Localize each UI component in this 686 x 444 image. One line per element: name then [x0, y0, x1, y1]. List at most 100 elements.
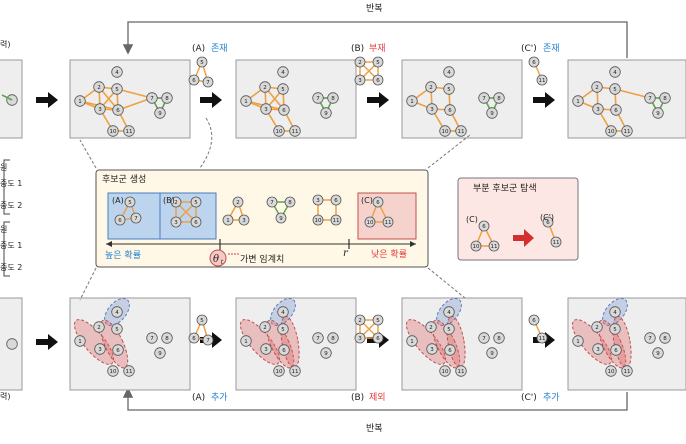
- graph-node: [425, 321, 437, 333]
- graph-node: [161, 92, 173, 104]
- left-label-input-top: 력): [0, 40, 11, 49]
- graph-node-label: 6: [118, 218, 122, 224]
- left-label-mid1-top: 중도 1: [0, 179, 23, 188]
- graph-node-label: 5: [613, 327, 617, 333]
- graph-node: [202, 76, 214, 88]
- variable-threshold-label: 가변 임계치: [240, 255, 285, 265]
- graph-node-label: 1: [410, 339, 414, 345]
- graph-node-label: 6: [116, 348, 120, 354]
- graph-node-label: 3: [596, 107, 600, 113]
- graph-node-label: 3: [174, 220, 178, 226]
- graph-node: [550, 236, 562, 248]
- graph-node-label: 9: [324, 351, 328, 357]
- graph-node-label: 5: [447, 327, 451, 333]
- bottom-step-a-word: 추가: [211, 393, 228, 403]
- graph-node-label: 6: [532, 60, 536, 66]
- graph-node-label: 11: [292, 129, 299, 135]
- candidate-box-b-tag: (B): [163, 196, 175, 205]
- graph-node: [146, 332, 158, 344]
- graph-node-label: 6: [376, 78, 380, 84]
- graph-node-label: 3: [242, 218, 246, 224]
- graph-node: [478, 332, 490, 344]
- graph-node-label: 10: [442, 129, 449, 135]
- graph-node: [154, 347, 166, 359]
- cluster-ellipse-red: [265, 319, 295, 369]
- graph-node-label: 5: [128, 200, 132, 206]
- graph-node-label: 1: [226, 218, 230, 224]
- graph-node-label: 10: [473, 244, 480, 250]
- graph-node: [111, 306, 123, 318]
- bottom-step-c-subgraph: 611: [528, 314, 548, 344]
- graph-node-label: 6: [192, 336, 196, 342]
- graph-node: [320, 107, 332, 119]
- graph-node: [493, 92, 505, 104]
- axis-arrow-left: [106, 241, 112, 247]
- graph-node-label: 9: [158, 111, 162, 117]
- graph-node-label: 6: [532, 318, 536, 324]
- graph-node: [327, 92, 339, 104]
- graph-node: [123, 365, 135, 377]
- graph-node: [289, 365, 301, 377]
- process-arrow: [36, 92, 58, 108]
- r-label: r: [343, 248, 348, 259]
- graph-node: [112, 344, 124, 356]
- graph-node: [354, 314, 366, 326]
- graph-node-label: 10: [110, 369, 117, 375]
- graph-node: [312, 194, 324, 206]
- graph-node-label: 7: [482, 336, 486, 342]
- graph-node-label: 9: [656, 111, 660, 117]
- graph-node-label: 6: [282, 348, 286, 354]
- orange-edge: [614, 88, 651, 99]
- graph-node-label: 9: [158, 351, 162, 357]
- graph-node: [196, 56, 208, 68]
- graph-node-label: 4: [447, 310, 451, 316]
- graph-node: [455, 365, 467, 377]
- graph-node-label: 7: [482, 96, 486, 102]
- graph-node-label: 8: [331, 336, 335, 342]
- graph-node-label: 7: [270, 200, 274, 206]
- graph-node: [364, 216, 376, 228]
- graph-node: [609, 66, 621, 78]
- subset-c-prime-graph: 611: [542, 216, 562, 248]
- theta-subscript: t: [221, 259, 224, 266]
- graph-node-label: 5: [613, 87, 617, 93]
- left-label-member-top: 원: [0, 163, 8, 172]
- graph-node-label: 3: [430, 347, 434, 353]
- graph-node: [591, 321, 603, 333]
- bottom-loop-label: 반복: [366, 424, 383, 434]
- graph-node-label: 3: [98, 347, 102, 353]
- graph-node-label: 9: [490, 351, 494, 357]
- graph-node-label: 5: [376, 60, 380, 66]
- graph-node: [372, 314, 384, 326]
- graph-node-label: 4: [613, 70, 617, 76]
- top-step-b-word: 부재: [369, 44, 386, 54]
- zoom-line: [79, 267, 97, 301]
- graph-node: [277, 66, 289, 78]
- graph-node: [426, 103, 438, 115]
- graph-node: [592, 103, 604, 115]
- graph-node-label: 10: [442, 369, 449, 375]
- graph-node-label: 10: [608, 129, 615, 135]
- graph-node: [443, 66, 455, 78]
- graph-node: [591, 81, 603, 93]
- graph-node: [652, 347, 664, 359]
- graph-node-label: 8: [331, 96, 335, 102]
- graph-node: [610, 104, 622, 116]
- graph-node-label: 11: [458, 369, 465, 375]
- graph-node: [74, 335, 86, 347]
- subset-c-prime-tag: (C'): [540, 213, 555, 222]
- graph-node-label: 3: [358, 78, 362, 84]
- graph-node: [528, 314, 540, 326]
- graph-node: [260, 103, 272, 115]
- graph-node: [372, 332, 384, 344]
- graph-node-label: 3: [264, 347, 268, 353]
